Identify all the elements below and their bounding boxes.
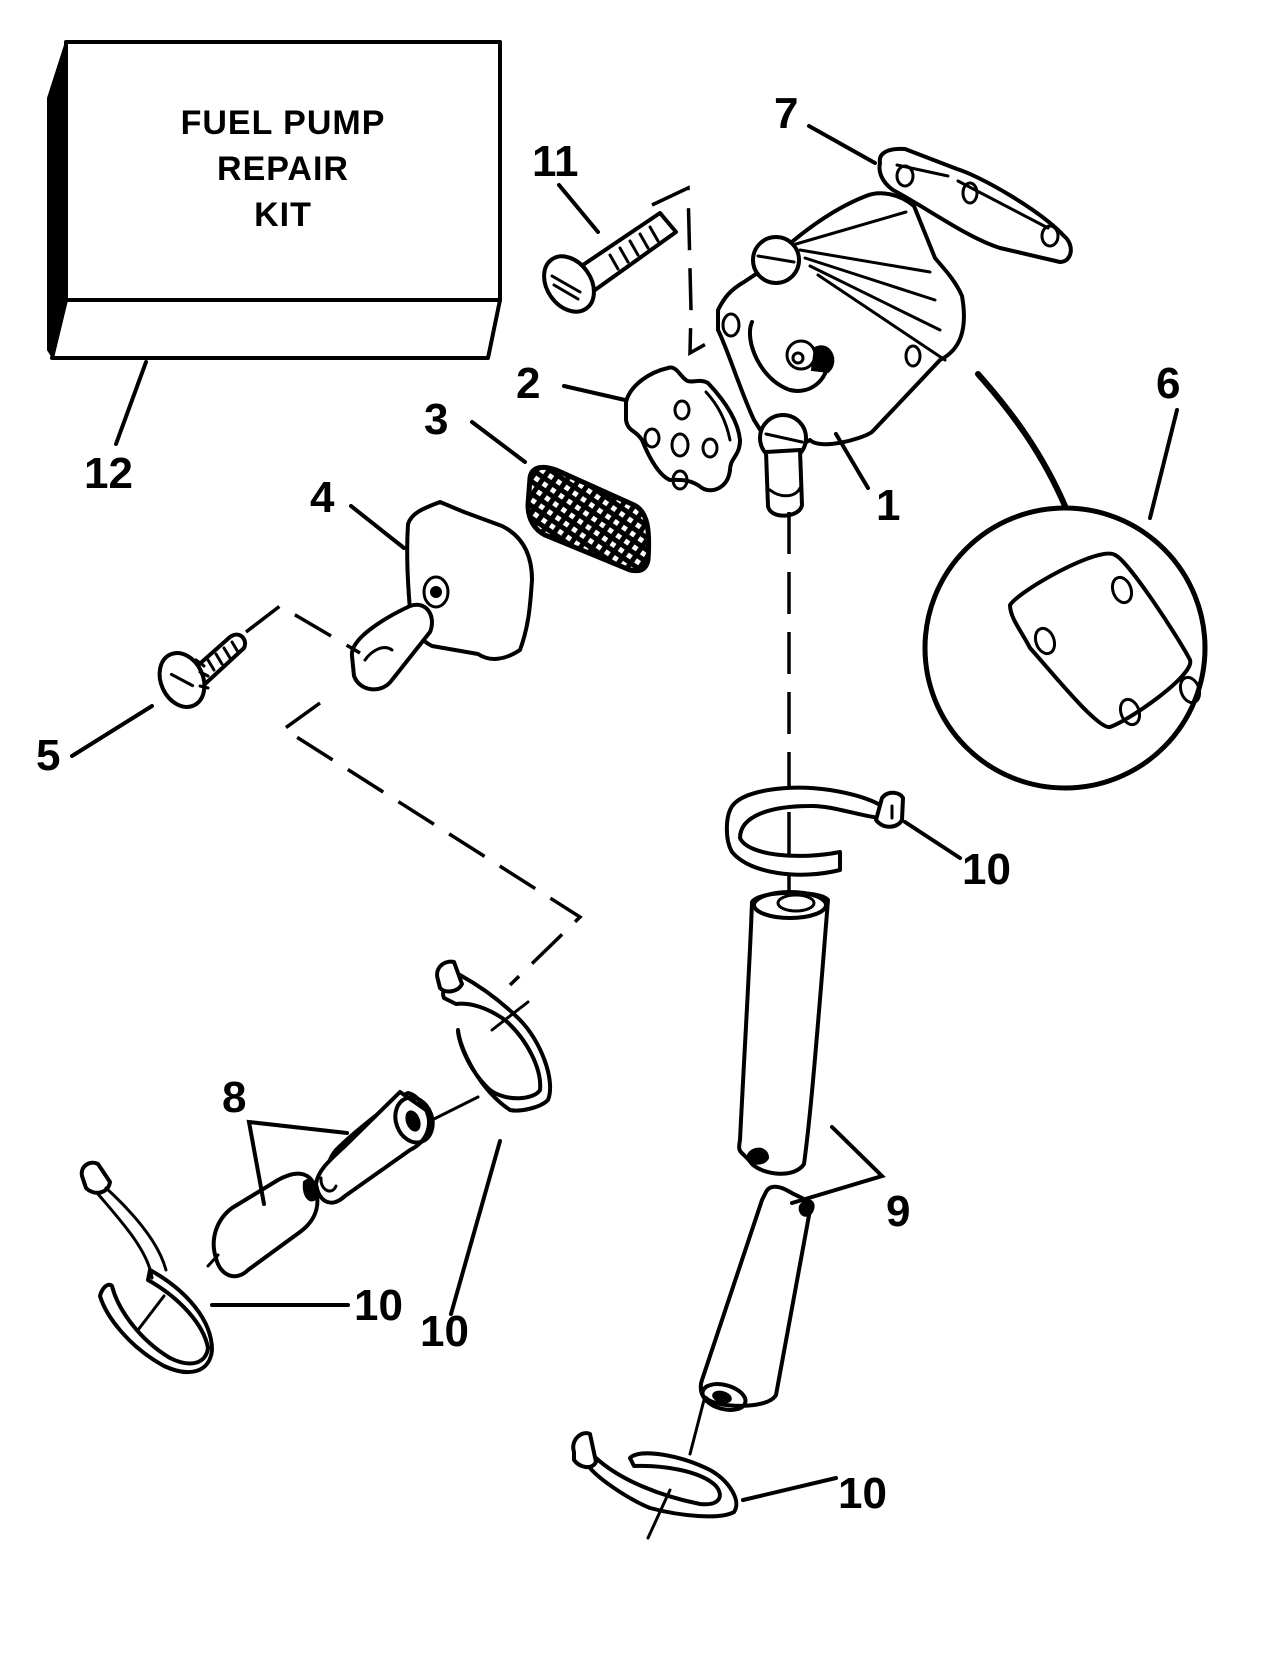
callout-10b: 10 (420, 1307, 469, 1356)
callout-10c: 10 (354, 1281, 403, 1330)
callout-5: 5 (36, 731, 60, 780)
screw-alignment-line (651, 185, 721, 357)
detail-connector-line (975, 371, 1073, 521)
leader-5 (70, 704, 154, 758)
filter-cover (349, 500, 534, 692)
hose-clamp-bottom (571, 1431, 739, 1540)
callout-2: 2 (516, 359, 540, 408)
leader-10a (903, 820, 962, 860)
fuel-hose-lower (698, 1184, 815, 1412)
fuel-hose-upper (737, 890, 830, 1176)
repair-kit-box: FUEL PUMP REPAIR KIT (47, 40, 502, 360)
cover-screw (157, 632, 247, 709)
callout-6: 6 (1156, 359, 1180, 408)
callout-11: 11 (532, 137, 579, 186)
fuel-hose-short-right (314, 1090, 480, 1205)
leader-9 (790, 1125, 886, 1205)
kit-box-bottom (50, 298, 502, 360)
leader-12 (114, 360, 148, 446)
gasket (877, 146, 1073, 264)
valve-plate (624, 365, 742, 493)
callout-9: 9 (886, 1187, 910, 1236)
leader-1 (834, 432, 870, 490)
hose-clamp-lower-left (79, 1160, 214, 1375)
lower-hose-alignment (688, 1398, 706, 1456)
kit-label-line-3: KIT (254, 196, 312, 234)
callout-12: 12 (84, 449, 133, 498)
fitting-alignment-line (280, 701, 583, 987)
callout-8: 8 (222, 1073, 246, 1122)
callout-4: 4 (310, 473, 335, 522)
leader-10d (741, 1476, 838, 1502)
leader-10b (449, 1139, 502, 1316)
callout-3: 3 (424, 395, 448, 444)
diaphragm-detail (922, 505, 1208, 791)
kit-label-line-2: REPAIR (217, 150, 349, 188)
callout-1: 1 (876, 481, 900, 530)
kit-label-line-1: FUEL PUMP (181, 104, 386, 142)
hose-clamp-upper-right (724, 785, 905, 877)
leader-11 (557, 183, 600, 234)
leader-3 (470, 420, 527, 464)
callout-10a: 10 (962, 845, 1011, 894)
hose-clamp-middle (435, 959, 553, 1113)
leader-7 (807, 124, 877, 165)
leader-6 (1148, 408, 1179, 520)
leader-4 (349, 504, 406, 550)
filter-screen (525, 464, 652, 574)
cover-alignment-line (244, 603, 361, 655)
fuel-pump-body (716, 191, 966, 518)
leader-2 (562, 384, 627, 402)
callout-10d: 10 (838, 1469, 887, 1518)
callout-7: 7 (774, 89, 798, 138)
leader-8 (246, 1119, 349, 1206)
fuel-hose-short-left (206, 1171, 320, 1279)
mounting-screw (542, 211, 678, 314)
